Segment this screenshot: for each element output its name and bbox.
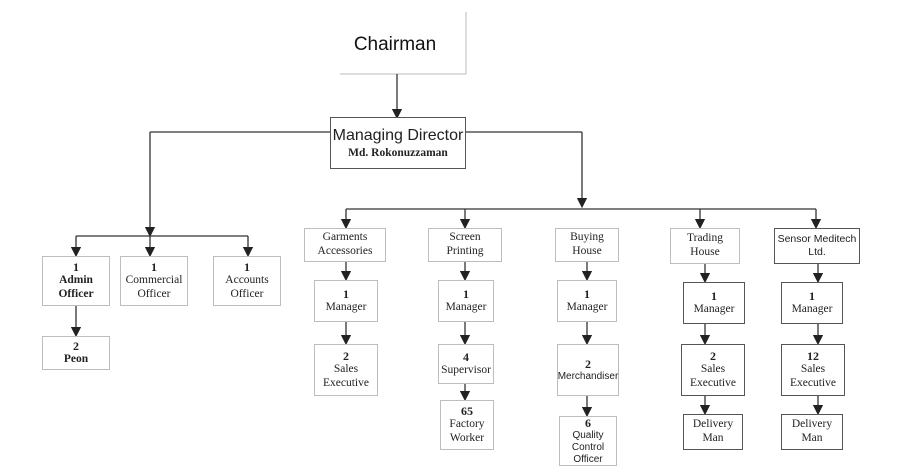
step-label: Supervisor xyxy=(441,364,491,377)
step-count: 1 xyxy=(584,286,590,301)
step-box: 1 Manager xyxy=(314,280,378,322)
step-count: 65 xyxy=(461,404,473,418)
step-box: 6 Quality Control Officer xyxy=(559,416,617,466)
step-label: Sales Executive xyxy=(323,363,369,390)
managing-director-box: Managing Director Md. Rokonuzzaman xyxy=(330,117,466,169)
division-header: Screen Printing xyxy=(428,228,502,262)
step-count: 12 xyxy=(807,349,819,363)
division-header: Trading House xyxy=(670,228,740,264)
step-label: Sales Executive xyxy=(690,363,736,390)
chairman-label: Chairman xyxy=(353,34,437,55)
step-count: 2 xyxy=(710,349,716,363)
step-box: Delivery Man xyxy=(683,414,743,450)
step-label: Delivery Man xyxy=(692,418,734,444)
division-header: Sensor Meditech Ltd. xyxy=(774,228,860,264)
division-name: Garments Accessories xyxy=(317,231,373,257)
step-label: Merchandiser xyxy=(557,371,619,383)
commercial-officer-box: 1 Commercial Officer xyxy=(120,256,188,306)
step-label: Delivery Man xyxy=(791,418,833,444)
admin-officer-count: 1 xyxy=(73,260,79,274)
step-box: 2 Sales Executive xyxy=(314,344,378,396)
peon-count: 2 xyxy=(73,338,79,353)
division-header: Garments Accessories xyxy=(304,228,386,262)
step-count: 2 xyxy=(343,349,349,363)
step-count: 6 xyxy=(585,415,591,430)
division-name: Sensor Meditech Ltd. xyxy=(777,233,857,258)
step-label: Manager xyxy=(791,303,833,316)
step-label: Manager xyxy=(445,301,487,314)
md-title: Managing Director xyxy=(332,126,464,144)
division-name: Buying House xyxy=(570,231,604,257)
peon-box: 2 Peon xyxy=(42,336,110,370)
step-box: 12 Sales Executive xyxy=(781,344,845,396)
step-box: 1 Manager xyxy=(557,280,617,322)
admin-officer-box: 1 Admin Officer xyxy=(42,256,110,306)
peon-label: Peon xyxy=(63,353,89,366)
step-box: 2 Sales Executive xyxy=(681,344,745,396)
step-box: 65 Factory Worker xyxy=(440,400,494,450)
step-count: 1 xyxy=(809,288,815,303)
commercial-officer-label: Commercial Officer xyxy=(125,274,183,301)
commercial-officer-count: 1 xyxy=(151,260,157,274)
step-label: Factory Worker xyxy=(449,418,485,445)
step-label: Manager xyxy=(566,301,608,314)
admin-officer-label: Admin Officer xyxy=(58,274,94,301)
accounts-officer-count: 1 xyxy=(244,260,250,274)
step-count: 1 xyxy=(343,286,349,301)
md-name: Md. Rokonuzzaman xyxy=(348,146,448,159)
division-name: Screen Printing xyxy=(446,231,484,257)
step-box: 1 Manager xyxy=(781,282,843,324)
step-box: 4 Supervisor xyxy=(438,344,494,384)
step-label: Manager xyxy=(325,301,367,314)
step-label: Sales Executive xyxy=(790,363,836,390)
step-box: Delivery Man xyxy=(781,414,843,450)
step-count: 1 xyxy=(711,288,717,303)
division-header: Buying House xyxy=(555,228,619,262)
step-label: Quality Control Officer xyxy=(571,430,605,466)
step-label: Manager xyxy=(693,303,735,316)
step-count: 4 xyxy=(463,349,469,364)
step-box: 1 Manager xyxy=(683,282,745,324)
step-box: 2 Merchandiser xyxy=(557,344,619,396)
step-box: 1 Manager xyxy=(438,280,494,322)
accounts-officer-label: Accounts Officer xyxy=(225,274,269,301)
step-count: 2 xyxy=(585,356,591,371)
accounts-officer-box: 1 Accounts Officer xyxy=(213,256,281,306)
step-count: 1 xyxy=(463,286,469,301)
division-name: Trading House xyxy=(687,232,723,258)
